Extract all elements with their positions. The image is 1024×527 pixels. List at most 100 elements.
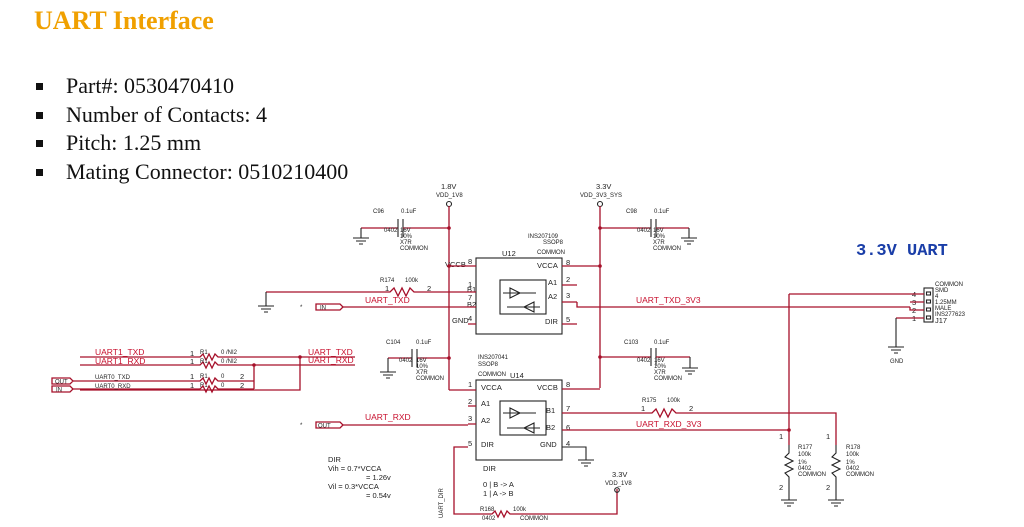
c104-l1: 16V (416, 358, 427, 364)
capacitor-c103: C103 0.1uF 0402 16V 10% X7R COMMON (600, 340, 698, 382)
u14-vcca: VCCA (481, 383, 502, 392)
truth-l1: 0 | B -> A (483, 480, 514, 489)
left-in-port (51, 385, 74, 393)
c104-pkg: 0402 (399, 358, 413, 364)
capacitor-c96: C96 0.1uF 0402 16V 10% X7R COMMON (353, 209, 449, 252)
r178-value: 100k (846, 452, 860, 458)
rn1-value: 0 /NI2 (221, 350, 238, 356)
u14-pin1: 1 (468, 380, 472, 389)
net-uart-txd-3v3: UART_TXD_3V3 (576, 295, 910, 308)
rail-1v8-value: 1.8V (441, 182, 456, 191)
j17-contact-1 (925, 315, 932, 320)
uart-rxd-a-label: UART_RXD (308, 355, 354, 365)
u12-common: COMMON (537, 250, 565, 256)
u14-pin-wires (449, 388, 600, 431)
u12-gnd: GND (452, 316, 469, 325)
spec-list: Part#: 0530470410 Number of Contacts: 4 … (34, 72, 348, 186)
u12-pkg: SSOP8 (543, 240, 564, 246)
truth-l2: 1 | A -> B (483, 489, 514, 498)
rn4-value: 0 (221, 383, 225, 389)
net-uart-txd-in: IN UART_TXD * (300, 295, 476, 312)
rn3-pin2: 2 (240, 372, 244, 381)
u14-dir: DIR (481, 440, 495, 449)
c103-l4: COMMON (654, 376, 682, 382)
r168-pkg: 0402 (482, 516, 496, 522)
u14-pin8: 8 (566, 380, 570, 389)
u14-a1: A1 (481, 399, 490, 408)
c96-l1: 16V (400, 228, 411, 234)
junction (447, 264, 451, 268)
rn3-ref: R1 (200, 374, 208, 380)
r178-l3: COMMON (846, 472, 874, 478)
junction (447, 356, 451, 360)
u14-pin5: 5 (468, 439, 472, 448)
c104-value: 0.1uF (416, 340, 432, 346)
u12-pin-8l: 8 (468, 257, 472, 266)
j17-contact-2 (925, 307, 932, 312)
r178-pin1: 1 (826, 432, 830, 441)
u12-a2: A2 (548, 292, 557, 301)
rn3-value: 0 (221, 374, 225, 380)
net-uart1-rxd: UART1_RXD UART_RXD (80, 355, 355, 389)
u12-part: INS207109 (528, 234, 559, 240)
uart-txd-in-port-label: IN (320, 306, 326, 312)
u14-buffer-box (499, 400, 547, 436)
u12-buffer-box (499, 279, 547, 315)
r178-gnd-icon (828, 499, 844, 507)
u14-pin3: 3 (468, 414, 472, 423)
left-in-port-label: IN (56, 388, 62, 394)
j17-pin-wires (789, 293, 924, 319)
j17-body (923, 287, 934, 323)
rail-3v3-value: 3.3V (596, 182, 611, 191)
side-label: UART_DIR (439, 487, 445, 518)
uart-rxd-out-port-label: OUT (318, 424, 331, 430)
rail-3v3b-value: 3.3V (612, 470, 627, 479)
net-uart-rxd-out: OUT UART_RXD * (300, 412, 468, 430)
u14-pin2: 2 (468, 397, 472, 406)
c98-l2: 10% (653, 234, 666, 240)
junction-dots (252, 226, 791, 432)
c98-l1: 16V (653, 228, 664, 234)
dir-note-l2: = 1.26v (366, 473, 391, 482)
uart0-rxd-label: UART0_RXD (95, 384, 131, 390)
r174-ref: R174 (380, 278, 395, 284)
r168-common: COMMON (520, 516, 548, 522)
u12-buffer-lines (503, 292, 540, 308)
spec-contacts: Number of Contacts: 4 (34, 101, 348, 130)
c96-ref: C96 (373, 209, 385, 215)
j17-l3: 4 (935, 294, 939, 300)
junction (447, 226, 451, 230)
dir-note-l4: = 0.54v (366, 491, 391, 500)
c96-gnd-icon (353, 237, 369, 245)
c103-l1: 16V (654, 358, 665, 364)
ic-u14: INS207041 SSOP8 COMMON U14 VCCA VCCB A1 … (449, 355, 600, 473)
u12-pin-1l: 1 (468, 280, 472, 289)
c103-l3: X7R (654, 370, 666, 376)
c98-value: 0.1uF (654, 209, 670, 215)
capacitor-c98: C98 0.1uF 0402 16V 10% X7R COMMON (600, 209, 697, 252)
c104-gnd-icon (380, 371, 396, 379)
u14-a2: A2 (481, 416, 490, 425)
u12-b1: B1 (467, 285, 476, 294)
r177-pin1: 1 (779, 432, 783, 441)
u12-dir: DIR (545, 317, 559, 326)
r178-ref: R178 (846, 445, 861, 451)
r168-wire (453, 446, 618, 519)
rail-3v3-net: VDD_3V3_SYS (580, 193, 622, 199)
r168-ref: R168 (480, 507, 495, 513)
j17-contact-4 (925, 291, 932, 296)
rn1-pin1: 1 (190, 349, 194, 358)
connector-j17: COMMON SMD 4 1.25MM MALE INS277623 J17 4… (789, 282, 966, 365)
j17-l2: SMD (935, 288, 949, 294)
u14-dir-label: DIR (483, 464, 497, 473)
rn3-pin1: 1 (190, 372, 194, 381)
c98-gnd-icon (681, 237, 697, 245)
dir-note-title: DIR (328, 455, 342, 464)
c103-pkg: 0402 (637, 358, 651, 364)
uart1-txd-label: UART1_TXD (95, 347, 144, 357)
rail-3v3b-terminal (614, 487, 620, 493)
u14-body (475, 379, 563, 461)
u12-vcca: VCCA (537, 261, 558, 270)
net-uart1-txd: UART1_TXD UART_TXD (80, 347, 355, 391)
